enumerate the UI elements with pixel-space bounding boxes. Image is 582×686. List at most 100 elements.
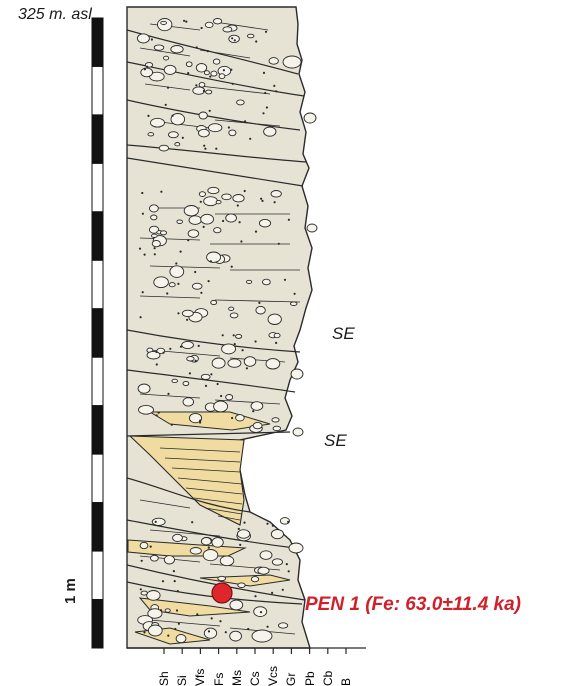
clast <box>201 538 211 545</box>
scale-segment <box>92 357 103 405</box>
gravel-dot <box>286 563 288 565</box>
clast <box>271 530 283 539</box>
clast <box>159 145 168 151</box>
clast <box>229 130 236 136</box>
clast <box>141 591 147 595</box>
clast <box>205 22 213 27</box>
clast <box>226 395 233 400</box>
gravel-dot <box>203 226 205 228</box>
gravel-dot <box>278 243 280 245</box>
gravel-dot <box>273 85 275 87</box>
gravel-dot <box>272 525 274 527</box>
gravel-dot <box>150 546 152 548</box>
gravel-dot <box>271 592 273 594</box>
clast <box>273 426 281 430</box>
clast <box>229 307 234 310</box>
gravel-dot <box>172 115 174 117</box>
clast <box>151 118 165 127</box>
clast <box>218 576 226 580</box>
clast <box>141 68 153 77</box>
gravel-dot <box>231 417 233 419</box>
clast <box>189 216 201 225</box>
gravel-dot <box>231 266 233 268</box>
grain-size-label: B <box>339 678 353 686</box>
gravel-dot <box>196 46 198 48</box>
clast <box>204 197 218 206</box>
clast <box>154 45 164 50</box>
clast <box>160 231 166 235</box>
clast <box>247 34 254 38</box>
gravel-dot <box>211 617 213 619</box>
clast <box>216 200 221 203</box>
scale-segment <box>92 163 103 211</box>
gravel-dot <box>287 521 289 523</box>
gravel-dot <box>182 137 184 139</box>
scale-segment <box>92 551 103 599</box>
clast <box>260 551 272 560</box>
clast <box>151 215 157 220</box>
gravel-dot <box>169 348 171 350</box>
clast <box>230 631 242 641</box>
clast <box>233 195 244 202</box>
clast <box>271 191 281 198</box>
clast <box>208 187 219 193</box>
clast <box>147 351 160 359</box>
gravel-dot <box>240 240 242 242</box>
clast <box>199 129 210 137</box>
gravel-dot <box>223 69 225 71</box>
gravel-dot <box>143 631 145 633</box>
clast <box>151 555 159 561</box>
facies-label: SE <box>324 431 347 451</box>
clast <box>201 374 210 379</box>
clast <box>183 398 194 406</box>
gravel-dot <box>220 395 222 397</box>
gravel-dot <box>156 363 158 365</box>
clast <box>177 220 183 224</box>
gravel-dot <box>263 72 265 74</box>
clast <box>170 266 184 278</box>
gravel-dot <box>200 201 202 203</box>
gravel-dot <box>255 40 257 42</box>
gravel-dot <box>158 412 160 414</box>
gravel-dot <box>243 522 245 524</box>
gravel-dot <box>239 544 241 546</box>
clast <box>199 192 205 197</box>
gravel-dot <box>141 192 143 194</box>
clast <box>164 56 169 60</box>
clast <box>264 127 276 136</box>
gravel-dot <box>166 292 168 294</box>
clast <box>307 224 317 232</box>
gravel-dot <box>191 521 193 523</box>
gravel-dot <box>195 360 197 362</box>
scale-segment <box>92 600 103 648</box>
gravel-dot <box>180 251 182 253</box>
gravel-dot <box>208 547 210 549</box>
clast <box>222 344 236 354</box>
clast <box>169 132 179 138</box>
gravel-dot <box>151 38 153 40</box>
clast <box>259 219 270 227</box>
clast <box>164 556 174 564</box>
gravel-dot <box>275 90 277 92</box>
gravel-dot <box>266 523 268 525</box>
gravel-dot <box>264 92 266 94</box>
grain-size-label: Vcs <box>266 666 280 686</box>
clast <box>274 333 280 337</box>
gravel-dot <box>194 271 196 273</box>
clast <box>228 359 241 367</box>
clast <box>291 369 303 379</box>
clast <box>182 341 194 348</box>
gravel-dot <box>171 424 173 426</box>
clast <box>268 314 281 324</box>
scale-segment <box>92 309 103 357</box>
clast <box>204 628 216 638</box>
gravel-dot <box>239 221 241 223</box>
clast <box>173 534 183 541</box>
clast <box>147 591 160 601</box>
clast <box>251 402 263 411</box>
clast <box>187 357 194 361</box>
clast <box>138 384 150 393</box>
gravel-dot <box>260 198 262 200</box>
gravel-dot <box>174 628 176 630</box>
gravel-dot <box>255 231 257 233</box>
